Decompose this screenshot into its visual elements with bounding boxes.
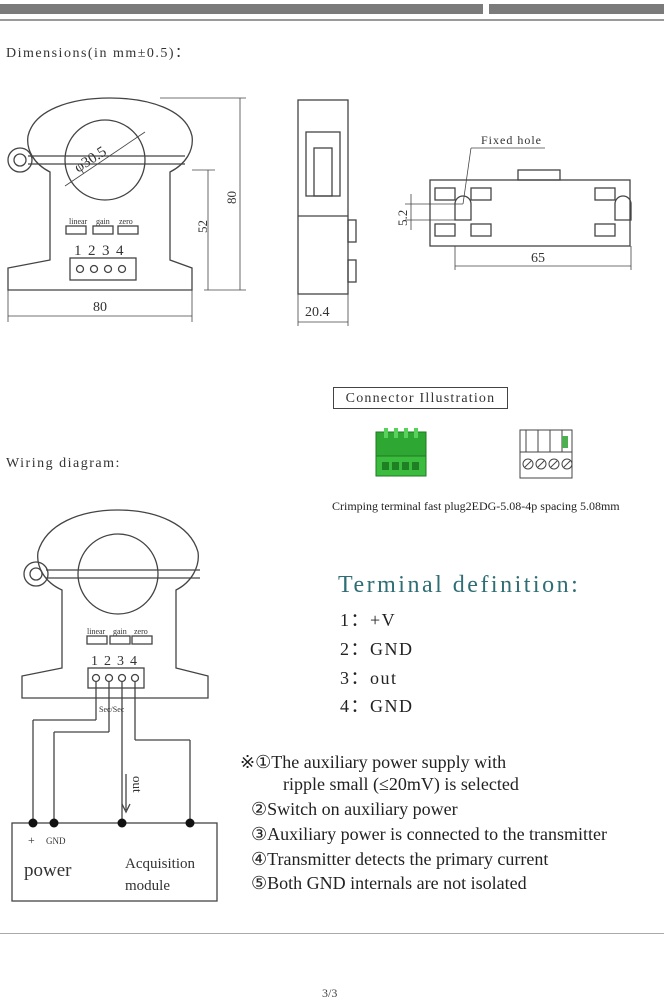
front-pin-3: 3 — [102, 243, 110, 259]
front-view-drawing: φ30.5 linear gain zero 1 2 3 4 80 52 80 — [7, 97, 246, 322]
note-1-line-2: ripple small (≤20mV) is selected — [283, 774, 519, 794]
power-label: power — [24, 860, 72, 881]
module-label: module — [125, 878, 170, 894]
front-switch-linear: linear — [69, 217, 88, 226]
wiring-pin-1: 1 — [91, 654, 98, 669]
page-number: 3/3 — [322, 986, 338, 1000]
bottom-view-drawing: Fixed hole 5.2 65 — [395, 133, 632, 270]
note-3: ③Auxiliary power is connected to the tra… — [251, 824, 608, 844]
out-label: out — [130, 776, 145, 793]
dim-height-52: 52 — [195, 220, 210, 233]
terminal-item-1: 1：+V — [340, 610, 397, 630]
wiring-pin-3: 3 — [117, 654, 124, 669]
gnd-label: GND — [46, 836, 66, 846]
terminal-item-2: 2：GND — [340, 639, 414, 659]
wiring-title: Wiring diagram: — [6, 456, 121, 471]
dim-hole-5-2: 5.2 — [395, 210, 410, 226]
header-bar-right — [489, 4, 664, 14]
dim-height-80: 80 — [224, 191, 239, 204]
wiring-switch-gain: gain — [113, 627, 127, 636]
wiring-pin-4: 4 — [130, 654, 137, 669]
front-pin-4: 4 — [116, 243, 124, 259]
dimensions-title: Dimensions(in mm±0.5)： — [6, 46, 191, 61]
plus-label: + — [28, 833, 35, 847]
connector-title: Connector Illustration — [333, 387, 508, 409]
wiring-switch-linear: linear — [87, 627, 106, 636]
connector-caption: Crimping terminal fast plug2EDG-5.08-4p … — [332, 499, 620, 513]
terminal-item-4: 4：GND — [340, 696, 414, 716]
terminal-definition-title: Terminal definition: — [338, 572, 581, 598]
note-4: ④Transmitter detects the primary current — [251, 849, 549, 869]
front-switch-zero: zero — [119, 217, 133, 226]
acquisition-label: Acquisition — [125, 856, 195, 872]
connector-line-drawing — [519, 429, 573, 479]
fixed-hole-label: Fixed hole — [481, 133, 542, 147]
note-1-line-1: ※①The auxiliary power supply with — [240, 752, 507, 772]
front-pin-1: 1 — [74, 243, 82, 259]
dim-spacing-65: 65 — [531, 251, 545, 266]
wiring-pin-2: 2 — [104, 654, 111, 669]
note-5: ⑤Both GND internals are not isolated — [251, 873, 527, 893]
wiring-switch-zero: zero — [134, 627, 148, 636]
header-rule — [0, 19, 664, 21]
side-view-drawing: 20.4 — [297, 99, 357, 326]
note-2: ②Switch on auxiliary power — [251, 799, 458, 819]
dim-depth: 20.4 — [305, 305, 330, 320]
sec-label: Sec/Sec — [99, 705, 125, 714]
dim-width-80: 80 — [93, 300, 107, 315]
footer-rule — [0, 933, 664, 934]
front-switch-gain: gain — [96, 217, 110, 226]
green-connector-image — [375, 428, 427, 477]
terminal-item-3: 3：out — [340, 668, 398, 688]
header-bar-left — [0, 4, 483, 14]
front-pin-2: 2 — [88, 243, 96, 259]
diameter-label: φ30.5 — [72, 144, 110, 176]
wiring-diagram: linear gain zero 1 2 3 4 Sec/Sec out + G… — [11, 509, 218, 902]
